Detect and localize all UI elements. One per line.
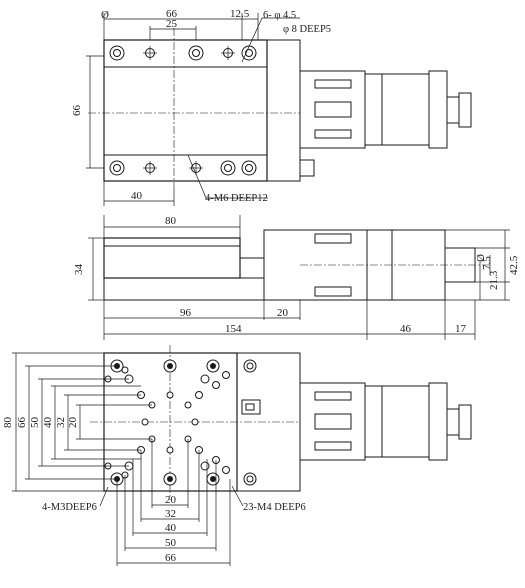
bottom-dim-50: 50 (29, 417, 41, 429)
side-view: 80 34 7.5 42.5 21.3 Ø (73, 215, 520, 340)
bottom-dim-b50: 50 (165, 537, 177, 549)
bottom-dim-b66: 66 (165, 552, 177, 564)
motor-top (299, 70, 472, 177)
bottom-dim-b20: 20 (165, 494, 177, 506)
top-view: Ø 66 25 12.5 66 (71, 8, 472, 206)
side-dim-7-5: 7.5 (481, 256, 493, 270)
note-m6: 4-M6 DEEP12 (205, 193, 268, 204)
motor-bottom (299, 382, 472, 461)
side-dim-20: 20 (277, 307, 289, 319)
left-dimensions: 80 66 50 40 32 20 (2, 352, 152, 492)
bottom-dim-b32: 32 (165, 508, 176, 520)
bottom-dim-66: 66 (16, 417, 28, 429)
side-dim-154: 154 (225, 323, 242, 335)
side-dim-21-3: 21.3 (488, 270, 500, 290)
bottom-view: 80 66 50 40 32 20 20 32 40 (2, 345, 472, 566)
dim-12-5: 12.5 (230, 8, 250, 20)
bottom-dim-40: 40 (42, 417, 54, 429)
bottom-dim-32: 32 (55, 417, 67, 428)
side-dim-46: 46 (400, 323, 412, 335)
dim-66-left: 66 (71, 105, 83, 117)
side-dim-phi: Ø (475, 254, 487, 262)
bottom-dim-b40: 40 (165, 522, 177, 534)
dim-25: 25 (166, 18, 178, 30)
side-dim-34: 34 (73, 264, 85, 276)
dim-phi-top: Ø (101, 9, 109, 21)
note-counterbore-1: 6- φ 4.5 (263, 10, 296, 21)
note-m3: 4-M3DEEP6 (42, 502, 97, 513)
side-dim-17: 17 (455, 323, 467, 335)
note-m4: 23-M4 DEEP6 (243, 502, 306, 513)
counterbore-holes-bottom (109, 160, 257, 176)
side-dim-96: 96 (180, 307, 192, 319)
dim-66-top: 66 (166, 8, 178, 20)
counterbore-holes-top (109, 45, 257, 61)
side-dim-42-5: 42.5 (508, 255, 520, 275)
bottom-dim-20: 20 (67, 417, 79, 429)
dim-40-top: 40 (131, 190, 143, 202)
bottom-dim-80: 80 (2, 417, 14, 429)
note-counterbore-2: φ 8 DEEP5 (283, 24, 331, 35)
bottom-dimensions: 20 32 40 50 66 (116, 439, 231, 566)
side-dim-80: 80 (165, 215, 177, 227)
